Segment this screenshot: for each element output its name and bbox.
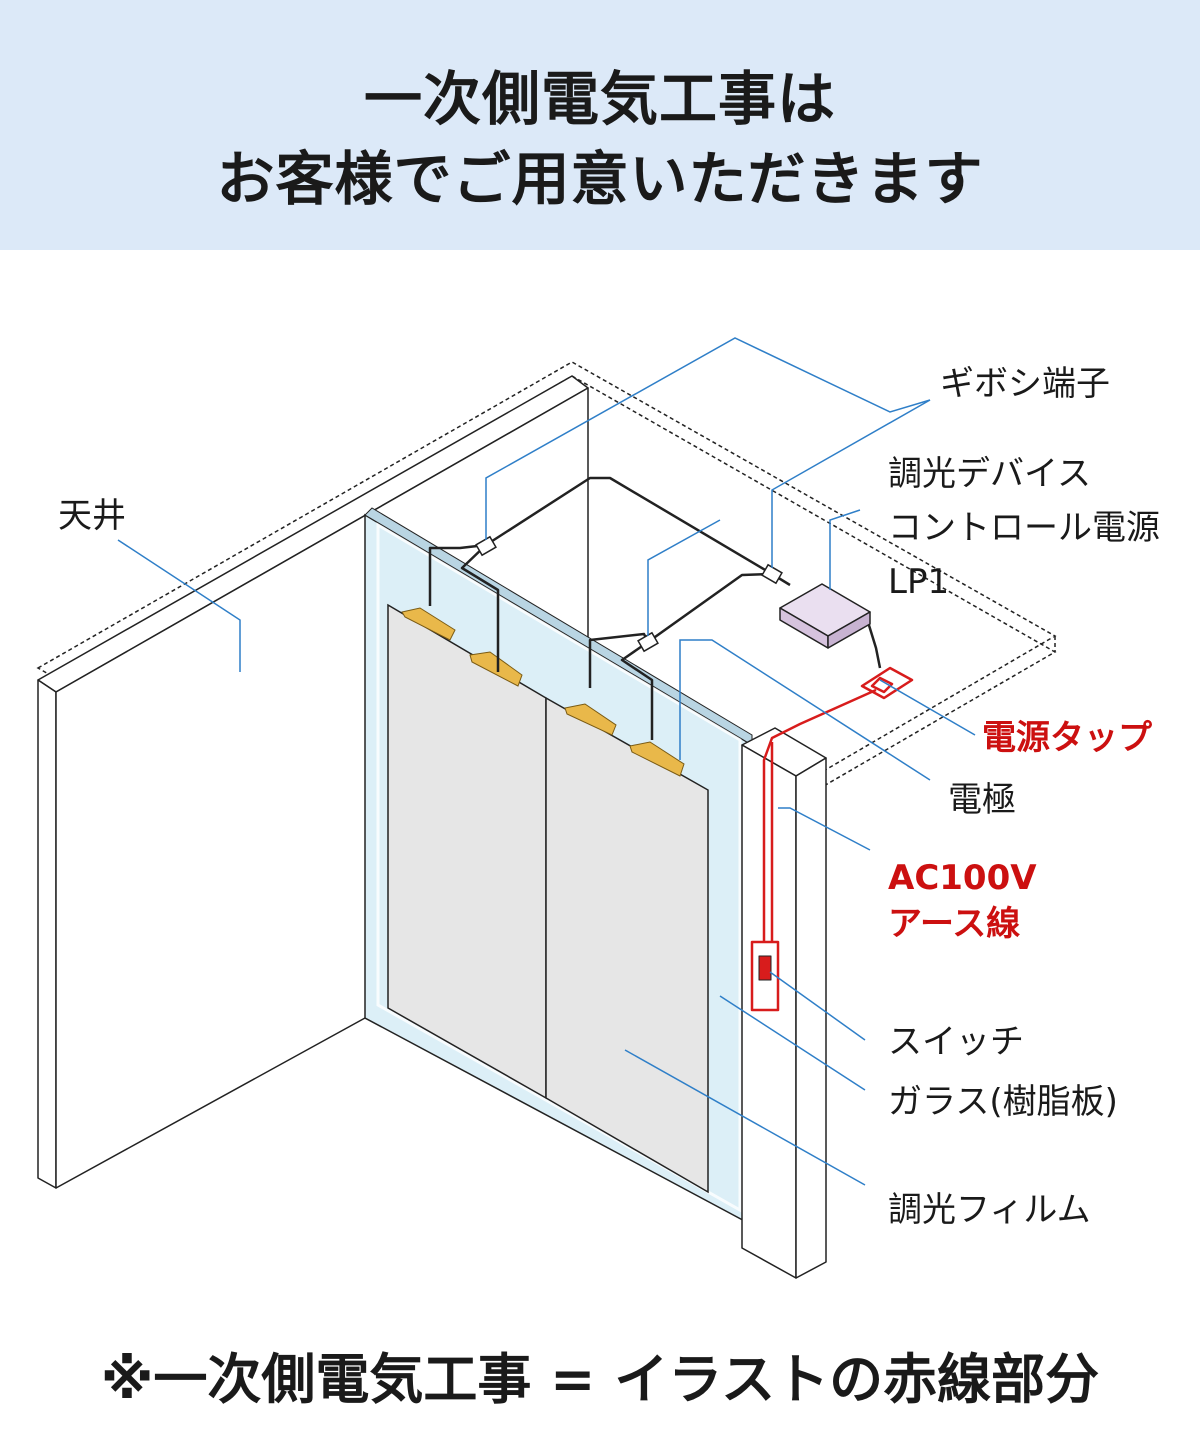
leader-lines [117,337,976,1186]
label-earth-wire: アース線 [888,904,1021,944]
header-banner: 一次側電気工事は お客様でご用意いただきます [0,0,1200,250]
label-ceiling: 天井 [58,496,126,536]
footer-note: ※一次側電気工事 = イラストの赤線部分 [100,1348,1100,1411]
label-dimming-film: 調光フィルム [888,1190,1091,1230]
glass-edge-highlight [376,522,742,1213]
dimming-film [387,603,709,1194]
label-controller-line2: コントロール電源 [888,508,1160,548]
label-power-tap: 電源タップ [982,718,1152,758]
label-ac100v: AC100V [888,858,1037,898]
installation-diagram: 天井 ギボシ端子 調光デバイス コントロール電源 LP1 電源タップ 電極 AC… [0,250,1200,1330]
label-switch: スイッチ [888,1022,1024,1062]
header-title-line1: 一次側電気工事は [363,65,836,133]
right-pillar [741,727,827,1279]
gibosi-connectors [475,535,783,653]
controller-box [779,583,871,649]
wiring-illustration [36,337,1057,1279]
electrode-strips [401,607,685,777]
label-electrode: 電極 [948,780,1016,820]
label-controller-line1: 調光デバイス [888,454,1091,494]
label-glass: ガラス(樹脂板) [888,1082,1118,1122]
label-gibosi-terminal: ギボシ端子 [940,364,1110,404]
label-controller-line3: LP1 [888,562,950,602]
header-title-line2: お客様でご用意いただきます [216,145,984,213]
